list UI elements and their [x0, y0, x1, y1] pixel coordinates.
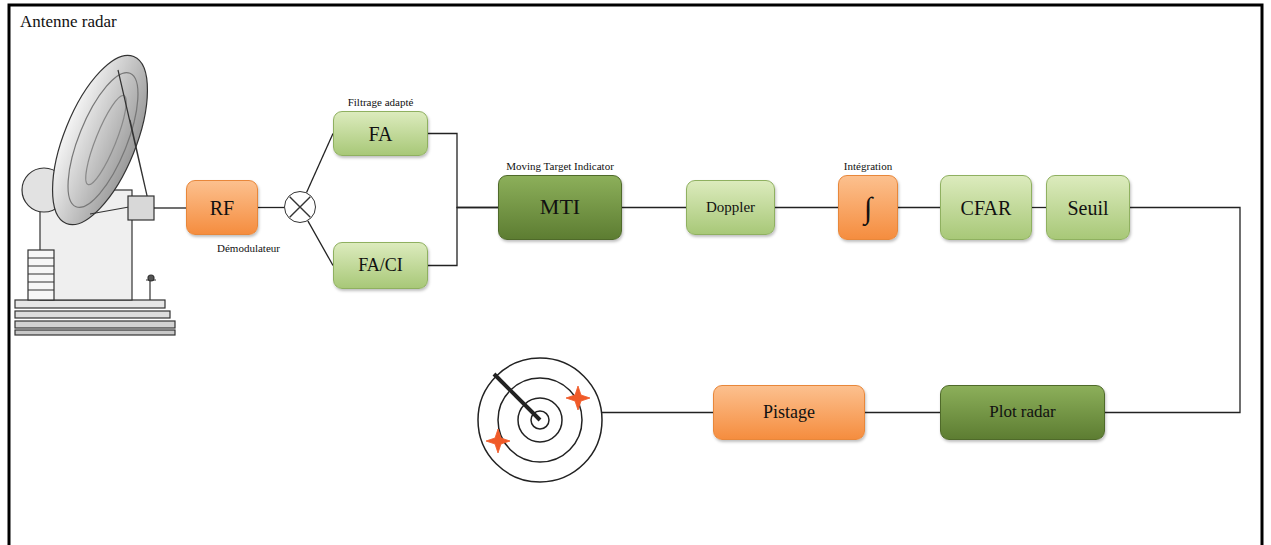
- signal-line: [258, 207, 284, 208]
- box-label: Plot radar: [989, 403, 1056, 422]
- figure-label: Antenne radar: [20, 12, 117, 32]
- box-heading: Filtrage adapté: [348, 96, 414, 108]
- signal-line: [1032, 207, 1046, 208]
- mixer-circle: Démodulateur: [284, 191, 316, 223]
- feed-horn: [128, 196, 154, 220]
- display-wire: [602, 412, 713, 413]
- antenna-wire: [154, 207, 186, 208]
- signal-line: [428, 208, 498, 266]
- box-label: MTI: [540, 195, 580, 219]
- process-box: CFAR: [940, 175, 1032, 240]
- process-box: Seuil: [1046, 175, 1130, 240]
- box-label: Doppler: [706, 199, 755, 216]
- signal-line: [308, 221, 333, 266]
- radar-display: [478, 358, 602, 482]
- signal-line: [898, 207, 940, 208]
- process-box: Plot radar: [940, 385, 1105, 440]
- antenna-base: [15, 300, 165, 308]
- box-label: Seuil: [1067, 197, 1108, 219]
- antenna-stairs: [28, 250, 54, 300]
- target-blip: [566, 386, 590, 410]
- process-box: Moving Target IndicatorMTI: [498, 175, 622, 240]
- display-sweep: [494, 374, 540, 420]
- mixer-symbol: [285, 192, 315, 222]
- frame-border: [9, 5, 1262, 545]
- box-label: CFAR: [961, 197, 1012, 219]
- feed-strut: [90, 70, 148, 214]
- dish-rib: [54, 64, 152, 215]
- process-box: Filtrage adaptéFA: [333, 111, 428, 156]
- signal-line: [428, 134, 498, 208]
- antenna-base: [15, 330, 175, 335]
- signal-line: [865, 412, 940, 413]
- display-ring: [478, 358, 602, 482]
- antenna-dish: [33, 43, 167, 237]
- box-label: Pistage: [763, 403, 815, 423]
- box-heading: Démodulateur: [217, 242, 280, 254]
- box-label: FA: [368, 123, 392, 145]
- process-box: Doppler: [686, 180, 775, 235]
- process-box: Intégration∫: [838, 175, 898, 240]
- box-label: ∫: [864, 191, 872, 224]
- box-label: RF: [210, 197, 234, 219]
- process-box: FA/CI: [333, 242, 428, 289]
- mixer-cross: [290, 197, 311, 218]
- box-heading: Intégration: [844, 160, 892, 172]
- dish-rib: [79, 92, 134, 189]
- target-blip: [486, 429, 510, 453]
- antenna-base: [15, 311, 170, 318]
- antenna-lever: [148, 275, 154, 281]
- signal-line: [775, 207, 838, 208]
- antenna-base: [15, 321, 175, 328]
- radar-antenna: [15, 43, 175, 335]
- box-heading: Moving Target Indicator: [506, 160, 614, 172]
- box-label: FA/CI: [358, 256, 403, 276]
- signal-line: [622, 207, 686, 208]
- antenna-lever: [146, 280, 156, 300]
- stair-steps: [28, 258, 54, 290]
- signal-line: [307, 134, 333, 193]
- process-box: RF: [186, 180, 258, 235]
- process-box: Pistage: [713, 385, 865, 440]
